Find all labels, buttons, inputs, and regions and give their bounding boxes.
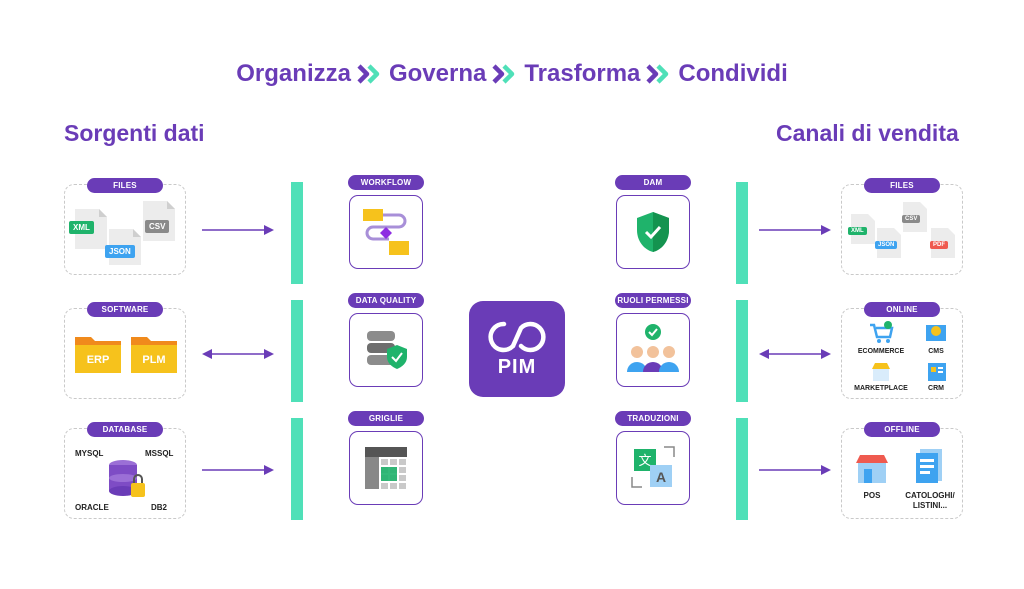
pdf-label: PDF [930,241,948,249]
source-software-tag: SOFTWARE [87,302,163,317]
arrow-both-icon [759,349,831,359]
left-bar [291,300,303,402]
crm-icon [928,363,946,381]
pos-label: POS [863,491,881,500]
db2-label: DB2 [151,503,168,512]
svg-text:A: A [656,469,666,485]
crm-label: CRM [928,385,944,392]
module-dam-tile [616,195,690,269]
channel-files-card: FILES CSV XML JSON PDF [841,178,963,275]
catalog-label-line2: LISTINI... [912,501,948,510]
step-trasforma: Trasforma [524,60,641,87]
marketplace-label: MARKETPLACE [854,385,908,392]
channel-online-card: ONLINE ECOMMERCE CMS MARKETPLACE CRM [841,302,963,399]
pim-brand-text: PIM [497,355,537,378]
workflow-icon [363,209,409,255]
left-bar [291,182,303,284]
right-section-title: Canali di vendita [776,120,959,146]
module-ruoli-permessi-tag: RUOLI PERMESSI [615,293,691,308]
process-header: Organizza Governa Trasforma Condividi [0,56,1024,92]
arrow-right-icon [202,225,274,235]
module-data-quality-tile [349,313,423,387]
right-bar [736,418,748,520]
module-dam-tag: DAM [615,175,691,190]
translate-icon: 文 A [631,446,675,488]
module-griglie-tile [349,431,423,505]
source-database-tag: DATABASE [87,422,163,437]
cms-icon [926,325,946,341]
source-software-card: SOFTWARE ERP PLM [64,302,186,399]
shopping-cart-icon [870,321,894,343]
left-section-title: Sorgenti dati [64,120,205,146]
oracle-label: ORACLE [75,503,109,512]
grid-icon [365,447,407,489]
arrow-right-icon [759,225,831,235]
database-lock-icon [109,460,145,497]
channel-offline-card: OFFLINE POS CATOLOGHI/ LISTINI... [841,422,963,519]
source-files-tag: FILES [87,178,163,193]
channel-files-tag: FILES [864,178,940,193]
arrow-right-icon [202,465,274,475]
right-bar [736,182,748,284]
plm-folder-icon [131,337,177,373]
plm-label: PLM [142,354,166,366]
cms-label: CMS [928,348,944,355]
infinity-loop-icon [488,321,546,352]
arrow-both-icon [202,349,274,359]
step-condividi: Condividi [678,60,788,87]
double-chevron-icon [357,63,383,85]
mssql-label: MSSQL [145,449,174,458]
svg-text:文: 文 [638,454,651,469]
double-chevron-icon [492,63,518,85]
catalog-label-line1: CATOLOGHI/ [905,491,955,500]
erp-label: ERP [86,354,110,366]
csv-label: CSV [902,215,921,223]
module-workflow-tile [349,195,423,269]
double-chevron-icon [646,63,672,85]
channel-offline-tag: OFFLINE [864,422,940,437]
module-traduzioni-tile: 文 A [616,431,690,505]
catalog-icon [916,449,942,483]
right-bar [736,300,748,402]
module-ruoli-permessi-tile [616,313,690,387]
csv-label: CSV [145,220,170,233]
mysql-label: MYSQL [75,449,104,458]
left-bar [291,418,303,520]
erp-folder-icon [75,337,121,373]
users-check-icon [627,324,679,372]
arrow-right-icon [759,465,831,475]
module-traduzioni-tag: TRADUZIONI [615,411,691,426]
step-organizza: Organizza [236,60,351,87]
channel-online-tag: ONLINE [864,302,940,317]
pim-logo: PIM [469,301,565,397]
store-icon [856,455,888,483]
module-griglie-tag: GRIGLIE [348,411,424,426]
module-data-quality-tag: DATA QUALITY [348,293,424,308]
marketplace-icon [872,363,890,381]
xml-label: XML [848,227,867,235]
xml-label: XML [69,221,94,234]
json-label: JSON [105,245,135,258]
step-governa: Governa [388,60,487,87]
source-database-card: DATABASE MYSQL MSSQL ORACLE DB2 [64,422,186,519]
shield-check-icon [637,212,669,252]
json-label: JSON [875,241,898,249]
database-shield-icon [367,331,407,369]
source-files-card: FILES CSV XML JSON [64,178,186,275]
module-workflow-tag: WORKFLOW [348,175,424,190]
ecommerce-label: ECOMMERCE [857,348,905,355]
